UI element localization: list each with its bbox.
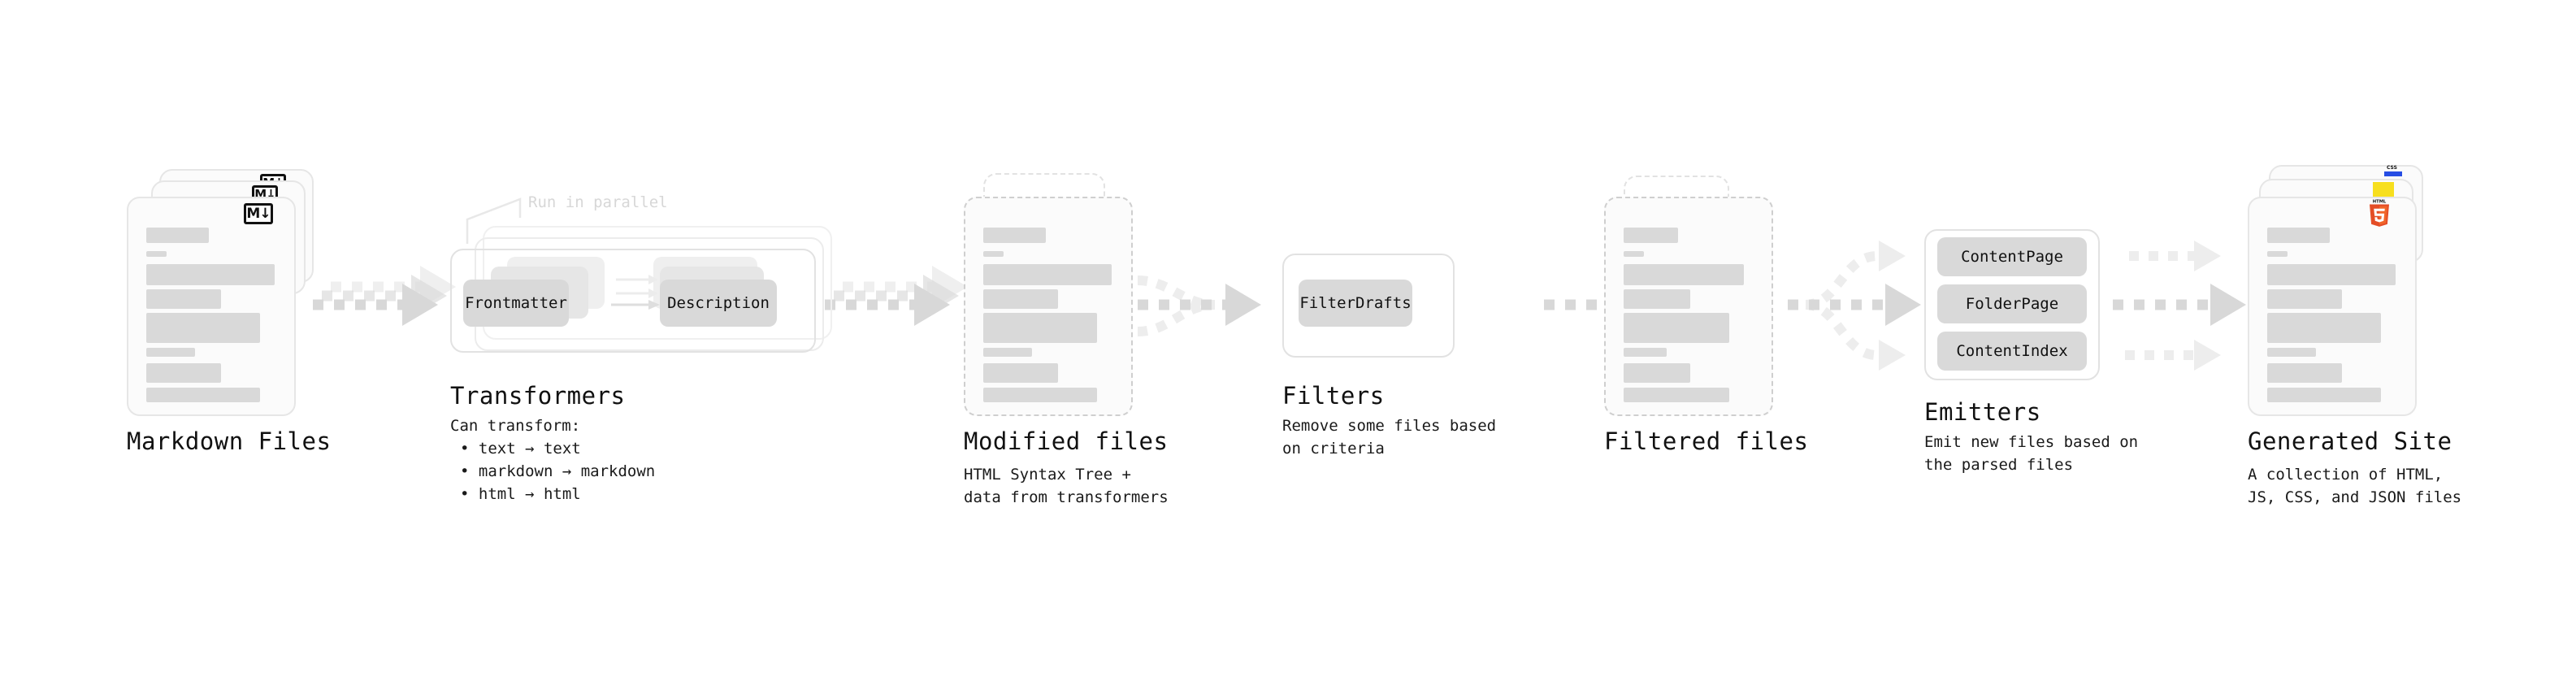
doc-bar [146, 251, 167, 257]
emitters-desc-1: the parsed files [1924, 456, 2074, 474]
filters-desc-1: on criteria [1282, 440, 1385, 458]
markdown-icon: M↓ [244, 203, 273, 224]
site-desc-1: JS, CSS, and JSON files [2248, 488, 2462, 506]
transformers-desc-2: • markdown → markdown [460, 462, 656, 480]
emitters-box [1924, 229, 2100, 380]
doc-bar [2267, 251, 2288, 257]
doc-bar [146, 363, 221, 383]
doc-bar [1624, 348, 1667, 357]
svg-text:HTML: HTML [2373, 199, 2387, 204]
doc-bar [1624, 388, 1729, 402]
doc-bar [2267, 388, 2381, 402]
stage-heading-generated-site: Generated Site [2248, 427, 2452, 455]
filters-box [1282, 254, 1455, 358]
emitter-chip-contentpage[interactable]: ContentPage [1937, 237, 2087, 276]
modified-desc-1: data from transformers [964, 488, 1169, 506]
transformers-box [450, 249, 816, 353]
stage-heading-filtered-files: Filtered files [1604, 427, 1809, 455]
js-icon [2373, 182, 2394, 197]
modified-card-front [964, 197, 1133, 416]
doc-bar [2267, 313, 2381, 343]
markdown-card-front [127, 197, 296, 416]
site-desc-0: A collection of HTML, [2248, 466, 2444, 484]
doc-bar [1624, 251, 1644, 257]
doc-bar [2267, 289, 2342, 309]
doc-bar [146, 348, 195, 357]
stage-heading-filters: Filters [1282, 382, 1385, 410]
doc-bar [1624, 363, 1690, 383]
transformer-chip-frontmatter[interactable]: Frontmatter [463, 280, 569, 327]
arrow-markdown-to-transformers [313, 266, 456, 326]
doc-bar [1624, 228, 1678, 243]
doc-bar [983, 363, 1058, 383]
doc-bar [983, 348, 1032, 357]
transformers-desc-3: • html → html [460, 485, 581, 503]
stage-heading-markdown-files: Markdown Files [127, 427, 332, 455]
filters-desc-0: Remove some files based [1282, 417, 1497, 435]
arrow-modified-to-filters [1137, 275, 1261, 336]
arrow-filtered-to-emitters [1788, 241, 1921, 371]
doc-bar [983, 313, 1097, 343]
doc-bar [1624, 289, 1690, 309]
doc-bar [1624, 313, 1729, 343]
transformers-desc-1: • text → text [460, 440, 581, 458]
doc-bar [2267, 348, 2316, 357]
stage-heading-modified-files: Modified files [964, 427, 1169, 455]
run-in-parallel-note: Run in parallel [528, 193, 668, 211]
doc-bar [146, 388, 260, 402]
emitter-chip-folderpage[interactable]: FolderPage [1937, 284, 2087, 323]
doc-bar [983, 228, 1046, 243]
doc-bar [2267, 264, 2396, 285]
arrow-transformers-to-modified [825, 266, 968, 326]
transformer-chip-description[interactable]: Description [660, 280, 777, 327]
doc-bar [2267, 363, 2342, 383]
doc-bar [1624, 264, 1744, 285]
doc-bar [146, 228, 209, 243]
filter-chip-filterdrafts[interactable]: FilterDrafts [1299, 280, 1412, 327]
doc-bar [146, 289, 221, 309]
doc-bar [983, 251, 1004, 257]
emitter-chip-contentindex[interactable]: ContentIndex [1937, 332, 2087, 371]
arrow-emitters-to-site [2113, 241, 2246, 371]
css-icon [2384, 171, 2402, 176]
modified-desc-0: HTML Syntax Tree + [964, 466, 1131, 484]
filtered-card-front [1604, 197, 1773, 416]
doc-bar [146, 264, 275, 285]
emitters-desc-0: Emit new files based on [1924, 433, 2139, 451]
doc-bar [983, 264, 1112, 285]
site-card-html [2248, 197, 2417, 416]
transformers-desc-0: Can transform: [450, 417, 581, 435]
stage-heading-emitters: Emitters [1924, 398, 2041, 426]
html5-icon: HTML [2370, 199, 2389, 227]
doc-bar [146, 313, 260, 343]
doc-bar [2267, 228, 2330, 243]
doc-bar [983, 289, 1058, 309]
doc-bar [983, 388, 1097, 402]
css-icon-label: CSS [2387, 165, 2397, 171]
stage-heading-transformers: Transformers [450, 382, 626, 410]
